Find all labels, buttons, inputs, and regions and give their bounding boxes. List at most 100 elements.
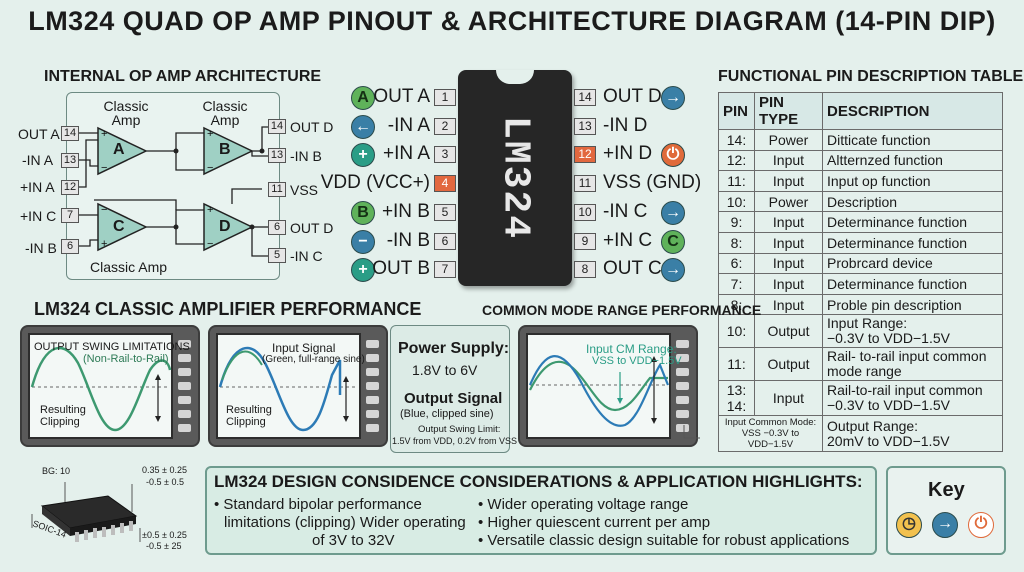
table-cell-type: Input bbox=[754, 149, 823, 172]
pkg-bg-label: BG: 10 bbox=[42, 466, 71, 476]
mon2-sine bbox=[218, 346, 342, 432]
pin-left-icon-5: B bbox=[351, 200, 375, 225]
arch-right-label-3: VSS bbox=[290, 182, 319, 198]
monitor-button[interactable] bbox=[178, 354, 191, 362]
amp-c-triangle bbox=[97, 202, 148, 252]
pin-left-icon-2: ← bbox=[351, 114, 375, 139]
table-cell-type: Input bbox=[754, 293, 823, 316]
chip-body bbox=[458, 70, 572, 286]
table-cell-pin: 14: bbox=[718, 129, 755, 151]
arch-section-title: INTERNAL OP AMP ARCHITECTURE bbox=[44, 68, 322, 85]
bullet-icon: • bbox=[478, 514, 488, 531]
arch-left-num-2: 13 bbox=[61, 153, 79, 168]
table-cell-desc: Input Range:−0.3V to VDD−1.5V bbox=[822, 314, 1003, 349]
table-cell-pin: Input Common Mode: VSS −0.3V to VDD−1.5V bbox=[718, 415, 823, 453]
monitor-button[interactable] bbox=[676, 396, 689, 404]
pkg-dim1b: -0.5 ± 0.5 bbox=[146, 477, 184, 487]
key-title: Key bbox=[928, 479, 965, 501]
monitor-button[interactable] bbox=[178, 410, 191, 418]
pin-right-icon-6: C bbox=[661, 229, 685, 254]
table-cell-type: Input bbox=[754, 170, 823, 192]
monitor-button[interactable] bbox=[366, 354, 379, 362]
table-header-desc: DESCRIPTION bbox=[822, 92, 1003, 130]
table-cell-desc: Proble pin description bbox=[822, 293, 1003, 316]
monitor-button[interactable] bbox=[366, 368, 379, 376]
svg-text:−: − bbox=[207, 238, 213, 250]
pin-right-label-3: +IN D bbox=[603, 143, 653, 165]
monitor-button[interactable] bbox=[366, 396, 379, 404]
table-cell-pin: 10: bbox=[718, 314, 755, 349]
monitor-button[interactable] bbox=[366, 410, 379, 418]
pkg-dim2b: -0.5 ± 25 bbox=[146, 541, 182, 551]
svg-text:−: − bbox=[101, 162, 107, 174]
monitor-button[interactable] bbox=[676, 382, 689, 390]
arch-right-label-5: -IN C bbox=[290, 248, 323, 264]
pin-left-label-7: OUT B bbox=[372, 258, 430, 280]
pin-left-label-6: -IN B bbox=[386, 229, 430, 251]
arch-right-num-4: 6 bbox=[268, 220, 286, 235]
mon2-sub: (Green, full-range sine) bbox=[262, 354, 365, 365]
output-title: Output Signal bbox=[404, 390, 503, 407]
pin-left-icon-3: + bbox=[351, 143, 375, 168]
monitor-button[interactable] bbox=[178, 424, 191, 432]
svg-text:−: − bbox=[207, 162, 213, 174]
cm-section-title: COMMON MODE RANGE PERFORMANCE bbox=[482, 302, 762, 318]
pin-right-label-7: OUT C bbox=[603, 258, 662, 280]
monitor-3-screen bbox=[526, 333, 671, 439]
monitor-button[interactable] bbox=[366, 424, 379, 432]
pin-left-num-5: 5 bbox=[434, 203, 456, 221]
mon2-result: Resulting Clipping bbox=[226, 404, 272, 428]
monitor-button[interactable] bbox=[676, 424, 689, 432]
cm-value: VSS to VDD−1.5V bbox=[592, 355, 682, 367]
amp-c-label: C bbox=[113, 218, 125, 235]
monitor-button[interactable] bbox=[178, 396, 191, 404]
pin-left-label-2: -IN A bbox=[387, 114, 430, 136]
mon3-green bbox=[529, 360, 668, 412]
svg-text:+: + bbox=[101, 128, 107, 140]
pin-left-num-1: 1 bbox=[434, 89, 456, 106]
arch-left-num-1: 14 bbox=[61, 126, 79, 141]
monitor-button[interactable] bbox=[178, 368, 191, 376]
mon1-title: OUTPUT SWING LIMITATIONS bbox=[34, 341, 190, 353]
amp-d-triangle bbox=[203, 202, 254, 252]
monitor-button[interactable] bbox=[178, 382, 191, 390]
table-cell-type: Input bbox=[754, 231, 823, 254]
highlight-right-2: • Higher quiescent current per amp bbox=[478, 514, 711, 531]
pin-right-label-6: +IN C bbox=[603, 229, 653, 251]
mon1-sub: (Non-Rail-to-Rail) bbox=[83, 353, 169, 365]
pkg-dim1: 0.35 ± 0.25 bbox=[142, 465, 187, 475]
cm-label: Input CM Range: bbox=[586, 342, 677, 356]
monitor-button[interactable] bbox=[676, 340, 689, 348]
arch-right-num-3: 11 bbox=[268, 182, 286, 197]
pin-right-label-2: -IN D bbox=[603, 114, 648, 136]
power-value: 1.8V to 6V bbox=[412, 362, 478, 378]
svg-text:+: + bbox=[207, 204, 213, 216]
power-title: Power Supply: bbox=[398, 340, 510, 357]
table-cell-pin: 8: bbox=[718, 231, 755, 254]
amp-b-triangle bbox=[203, 126, 254, 176]
svg-text:+: + bbox=[101, 238, 107, 250]
table-cell-desc: Input op function bbox=[822, 170, 1003, 192]
table-cell-desc: Output Range:20mV to VDD−1.5V bbox=[822, 415, 1003, 453]
table-cell-pin: 11: bbox=[718, 347, 755, 382]
monitor-button[interactable] bbox=[366, 340, 379, 348]
bullet-icon: • bbox=[478, 496, 488, 513]
table-cell-type: Input bbox=[754, 252, 823, 275]
monitor-button[interactable] bbox=[676, 368, 689, 376]
pin-left-num-7: 7 bbox=[434, 261, 456, 279]
monitor-button[interactable] bbox=[178, 340, 191, 348]
amp-c-caption: Classic Amp bbox=[90, 259, 168, 275]
pin-left-icon-7: + bbox=[351, 258, 375, 283]
pin-left-label-3: +IN A bbox=[383, 143, 430, 165]
monitor-button[interactable] bbox=[366, 382, 379, 390]
table-cell-type: Input bbox=[754, 211, 823, 233]
monitor-button[interactable] bbox=[676, 354, 689, 362]
amp-b-label: B bbox=[219, 141, 231, 158]
monitor-button[interactable] bbox=[676, 410, 689, 418]
pin-left-icon-6: − bbox=[351, 229, 375, 254]
